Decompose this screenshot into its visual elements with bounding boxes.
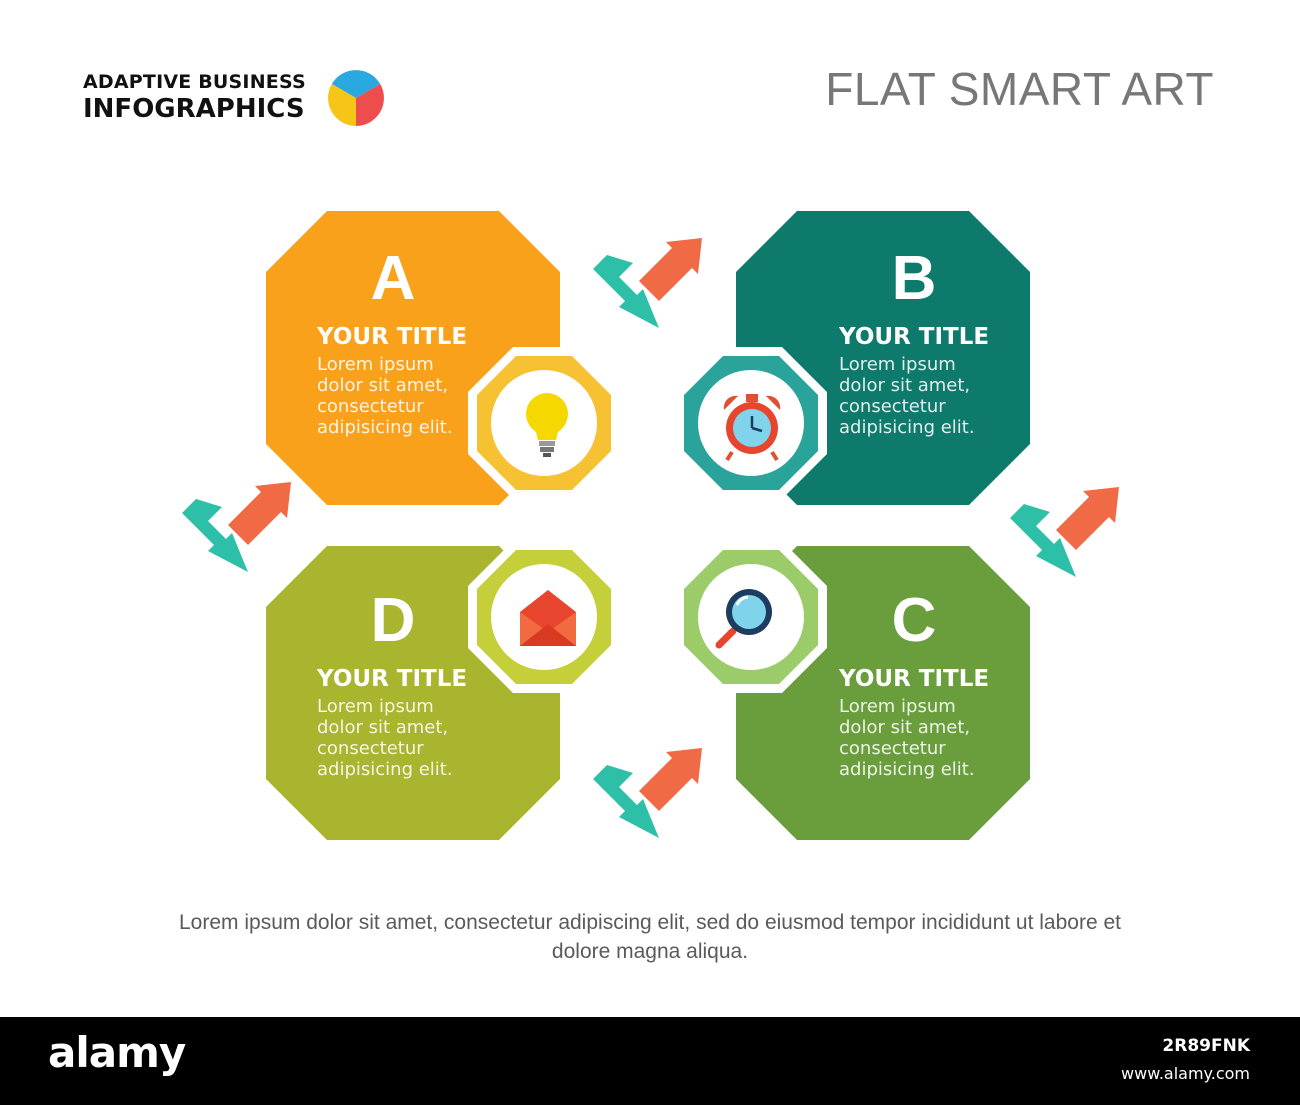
block-a-body: Lorem ipsum dolor sit amet, consectetur … xyxy=(317,354,453,438)
block-c-body: Lorem ipsum dolor sit amet, consectetur … xyxy=(839,696,975,780)
footer-image-id: 2R89FNK xyxy=(1162,1036,1250,1056)
block-b-body: Lorem ipsum dolor sit amet, consectetur … xyxy=(839,354,975,438)
brand-pie-logo-icon xyxy=(328,70,384,126)
block-a-title: YOUR TITLE xyxy=(317,324,468,350)
arrow-pair-right xyxy=(1010,487,1119,577)
block-c-title: YOUR TITLE xyxy=(839,666,990,692)
caption-text: Lorem ipsum dolor sit amet, consectetur … xyxy=(179,911,1121,963)
footer-logo: alamy xyxy=(48,1028,186,1077)
lightbulb-icon xyxy=(526,393,568,457)
block-b-letter: B xyxy=(891,244,937,313)
block-a-letter: A xyxy=(370,244,416,313)
block-d-title: YOUR TITLE xyxy=(317,666,468,692)
block-c-letter: C xyxy=(891,586,937,655)
block-b-title: YOUR TITLE xyxy=(839,324,990,350)
block-d-body: Lorem ipsum dolor sit amet, consectetur … xyxy=(317,696,453,780)
brand-line-1: ADAPTIVE BUSINESS xyxy=(83,71,306,93)
footer-url: www.alamy.com xyxy=(1121,1064,1250,1083)
brand-line-2: INFOGRAPHICS xyxy=(83,94,305,124)
arrow-pair-top xyxy=(593,238,702,328)
block-a-text: YOUR TITLE Lorem ipsum dolor sit amet, c… xyxy=(317,324,467,438)
page-title: FLAT SMART ART xyxy=(825,63,1214,115)
block-d-letter: D xyxy=(370,586,416,655)
footer-bar xyxy=(0,1017,1300,1105)
alarm-clock-icon xyxy=(723,394,781,462)
brand-title: ADAPTIVE BUSINESS INFOGRAPHICS xyxy=(83,70,306,124)
envelope-icon xyxy=(520,590,576,646)
arrow-pair-left xyxy=(182,482,291,572)
block-b-text: YOUR TITLE Lorem ipsum dolor sit amet, c… xyxy=(839,324,989,438)
magnifier-icon xyxy=(715,589,772,649)
block-d-text: YOUR TITLE Lorem ipsum dolor sit amet, c… xyxy=(317,666,467,780)
block-c-text: YOUR TITLE Lorem ipsum dolor sit amet, c… xyxy=(839,666,989,780)
arrow-pair-bottom xyxy=(593,748,702,838)
